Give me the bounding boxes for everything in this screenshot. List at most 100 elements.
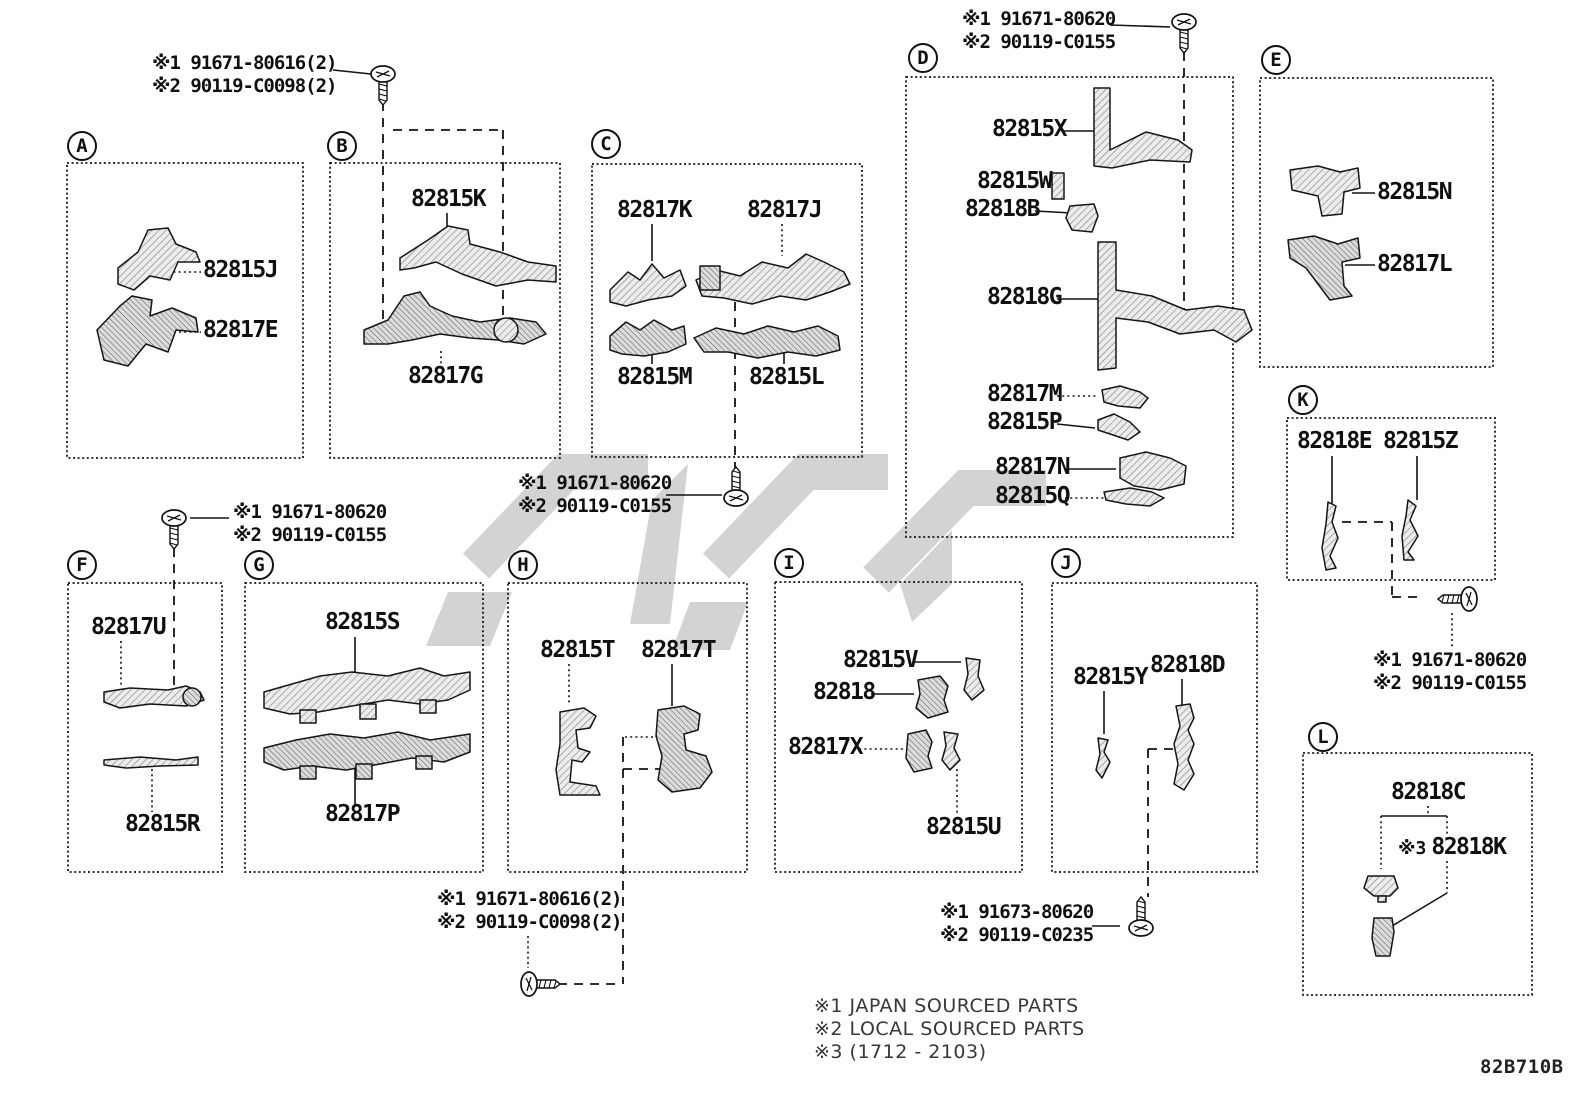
section-badge-b: B bbox=[327, 131, 357, 161]
part-drawing-82818D bbox=[1173, 703, 1195, 791]
part-drawing-82815N bbox=[1289, 165, 1361, 217]
fastener-note-d-top: ※1 91671-80620 ※2 90119-C0155 bbox=[962, 8, 1116, 54]
part-label-82815L: 82815L bbox=[749, 364, 825, 390]
section-box-f bbox=[67, 582, 223, 873]
part-label-82815K: 82815K bbox=[411, 186, 487, 212]
part-label-82817K: 82817K bbox=[617, 197, 693, 223]
part-drawing-82817N bbox=[1119, 451, 1187, 491]
part-label-82815U: 82815U bbox=[926, 814, 1002, 840]
part-label-82818: 82818 bbox=[813, 679, 876, 705]
part-drawing-82817P bbox=[263, 731, 471, 771]
screw-icon bbox=[1171, 13, 1197, 54]
part-label-82817T: 82817T bbox=[641, 637, 717, 663]
part-label-82818E: 82818E bbox=[1297, 428, 1373, 454]
ref-mark-3: ※3 bbox=[1398, 838, 1427, 859]
part-label-82815R: 82815R bbox=[125, 811, 201, 837]
section-badge-h: H bbox=[508, 550, 538, 580]
section-box-j bbox=[1051, 582, 1258, 873]
screw-icon bbox=[161, 509, 187, 550]
part-drawing-82815Z bbox=[1401, 499, 1419, 561]
note-line: ※1 91671-80616(2) bbox=[152, 52, 337, 74]
part-drawing-82818 bbox=[915, 675, 949, 719]
legend-line-1: ※1 JAPAN SOURCED PARTS bbox=[814, 995, 1079, 1017]
part-label-82815T: 82815T bbox=[540, 637, 616, 663]
note-line: ※1 91671-80620 bbox=[518, 472, 672, 494]
leader-lines-dotted bbox=[120, 182, 1453, 968]
part-label-82817P: 82817P bbox=[325, 801, 401, 827]
part-label-82815M: 82815M bbox=[617, 364, 693, 390]
assembly-lines-dashed bbox=[173, 52, 1423, 985]
part-drawing-82815V bbox=[963, 657, 985, 701]
section-box-d bbox=[905, 76, 1234, 538]
section-badge-l: L bbox=[1308, 722, 1338, 752]
part-label-82815P: 82815P bbox=[987, 409, 1063, 435]
section-badge-c: C bbox=[591, 129, 621, 159]
part-drawing-82818G bbox=[1097, 241, 1253, 371]
part-drawing-82817J bbox=[695, 253, 851, 305]
section-badge-j: J bbox=[1051, 548, 1081, 578]
part-label-82815W: 82815W bbox=[977, 168, 1053, 194]
section-box-k bbox=[1286, 417, 1496, 581]
part-label-82815N: 82815N bbox=[1377, 179, 1453, 205]
part-drawing-82815L bbox=[693, 325, 841, 359]
note-line: ※1 91671-80620 bbox=[962, 8, 1116, 30]
legend-line-2: ※2 LOCAL SOURCED PARTS bbox=[814, 1018, 1085, 1040]
section-box-e bbox=[1259, 77, 1494, 368]
note-line: ※1 91671-80616(2) bbox=[437, 888, 622, 910]
part-drawing-82817M bbox=[1101, 385, 1149, 409]
section-badge-f: F bbox=[67, 550, 97, 580]
part-label-82815X: 82815X bbox=[992, 116, 1068, 142]
part-label-82818B: 82818B bbox=[965, 196, 1041, 222]
part-label-82815J: 82815J bbox=[203, 257, 279, 283]
part-drawing-82818B bbox=[1065, 203, 1099, 233]
screw-icon bbox=[520, 971, 561, 997]
part-drawing-82815Q bbox=[1103, 487, 1165, 507]
part-label-82818D: 82818D bbox=[1150, 652, 1226, 678]
note-line: ※2 90119-C0098(2) bbox=[152, 75, 337, 97]
diagram-code: 82B710B bbox=[1480, 1056, 1564, 1078]
part-label-82815Y: 82815Y bbox=[1073, 664, 1149, 690]
part-drawing-82818E bbox=[1321, 501, 1339, 571]
section-badge-a: A bbox=[67, 131, 97, 161]
section-badge-g: G bbox=[244, 550, 274, 580]
section-box-a bbox=[66, 162, 304, 459]
section-box-i bbox=[774, 581, 1023, 873]
note-line: ※2 90119-C0155 bbox=[518, 495, 672, 517]
section-box-l bbox=[1302, 752, 1533, 996]
part-drawing-82815R bbox=[103, 756, 199, 769]
part-label-82815Z: 82815Z bbox=[1383, 428, 1459, 454]
part-label-82815S: 82815S bbox=[325, 609, 401, 635]
part-drawing-82815M bbox=[609, 319, 687, 357]
note-line: ※2 90119-C0098(2) bbox=[437, 911, 622, 933]
watermark-logo bbox=[426, 454, 1046, 650]
part-drawing-82817K bbox=[609, 263, 687, 307]
fastener-note-j-bottom: ※1 91673-80620 ※2 90119-C0235 bbox=[940, 901, 1094, 947]
note-line: ※2 90119-C0155 bbox=[962, 31, 1116, 53]
part-label-82815V: 82815V bbox=[843, 647, 919, 673]
leader-lines-solid bbox=[190, 24, 1448, 927]
section-badge-d: D bbox=[908, 43, 938, 73]
part-drawing-82818K bbox=[1371, 917, 1395, 957]
part-drawing-82815T bbox=[555, 707, 601, 796]
part-label-82817N: 82817N bbox=[995, 454, 1071, 480]
part-drawing-82818C bbox=[1363, 875, 1399, 897]
note-line: ※1 91673-80620 bbox=[940, 901, 1094, 923]
part-drawing-82815X bbox=[1093, 87, 1193, 169]
section-badge-i: I bbox=[774, 548, 804, 578]
section-badge-e: E bbox=[1261, 45, 1291, 75]
part-label-82818K-number: 82818K bbox=[1431, 834, 1507, 860]
screw-icon bbox=[370, 65, 396, 106]
screw-icon bbox=[1437, 586, 1478, 612]
part-label-82817X: 82817X bbox=[788, 734, 864, 760]
part-drawing-82817T bbox=[655, 705, 713, 793]
legend: ※1 JAPAN SOURCED PARTS ※2 LOCAL SOURCED … bbox=[814, 995, 1085, 1064]
part-label-82817G: 82817G bbox=[408, 363, 484, 389]
part-drawing-82815K bbox=[399, 225, 557, 287]
part-drawing-82817X bbox=[905, 729, 933, 773]
part-drawing-82817U bbox=[103, 685, 205, 709]
part-label-82818G: 82818G bbox=[987, 284, 1063, 310]
section-box-g bbox=[244, 582, 484, 873]
fastener-note-f-top: ※1 91671-80620 ※2 90119-C0155 bbox=[233, 501, 387, 547]
